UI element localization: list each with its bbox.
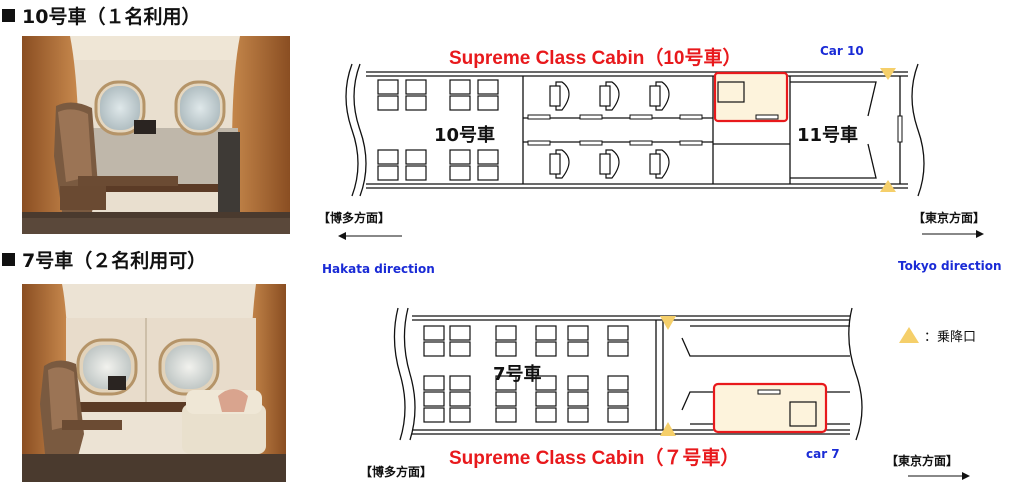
square-bullet-icon (2, 253, 15, 266)
car7-tag: car 7 (806, 447, 840, 461)
car10-right-direction-jp: 【東京方面】 (913, 211, 986, 225)
car10-left-direction-en: Hakata direction (322, 262, 435, 276)
square-bullet-icon (2, 9, 15, 22)
car7-floor-plan (393, 307, 863, 441)
car10-cabin-photo (22, 36, 290, 234)
car7-right-arrow-icon (908, 472, 970, 480)
car10-left-direction-jp: 【博多方面】 (318, 211, 391, 225)
car10-tag: Car 10 (820, 44, 864, 58)
car7-cabin-photo (22, 284, 286, 482)
car7-label: 7号車 (493, 364, 542, 385)
left-arrow-icon (338, 232, 402, 240)
car10-diagram-title: Supreme Class Cabin（10号車） (449, 48, 742, 69)
door-legend-icon (899, 327, 919, 343)
car10-heading: 10号車（１名利用） (2, 2, 200, 29)
car7-left-direction-jp: 【博多方面】 (360, 465, 433, 479)
car7-heading: 7号車（２名利用可） (2, 246, 206, 273)
door-legend-label: ：乗降口 (924, 330, 977, 345)
car7-diagram-title: Supreme Class Cabin（７号車） (449, 448, 740, 469)
car10-floor-plan (345, 63, 925, 197)
car7-right-direction-jp: 【東京方面】 (886, 454, 959, 468)
right-arrow-icon (922, 230, 984, 238)
car11-label: 11号車 (797, 125, 859, 146)
car10-right-direction-en: Tokyo direction (898, 259, 1002, 273)
car10-label: 10号車 (434, 125, 496, 146)
